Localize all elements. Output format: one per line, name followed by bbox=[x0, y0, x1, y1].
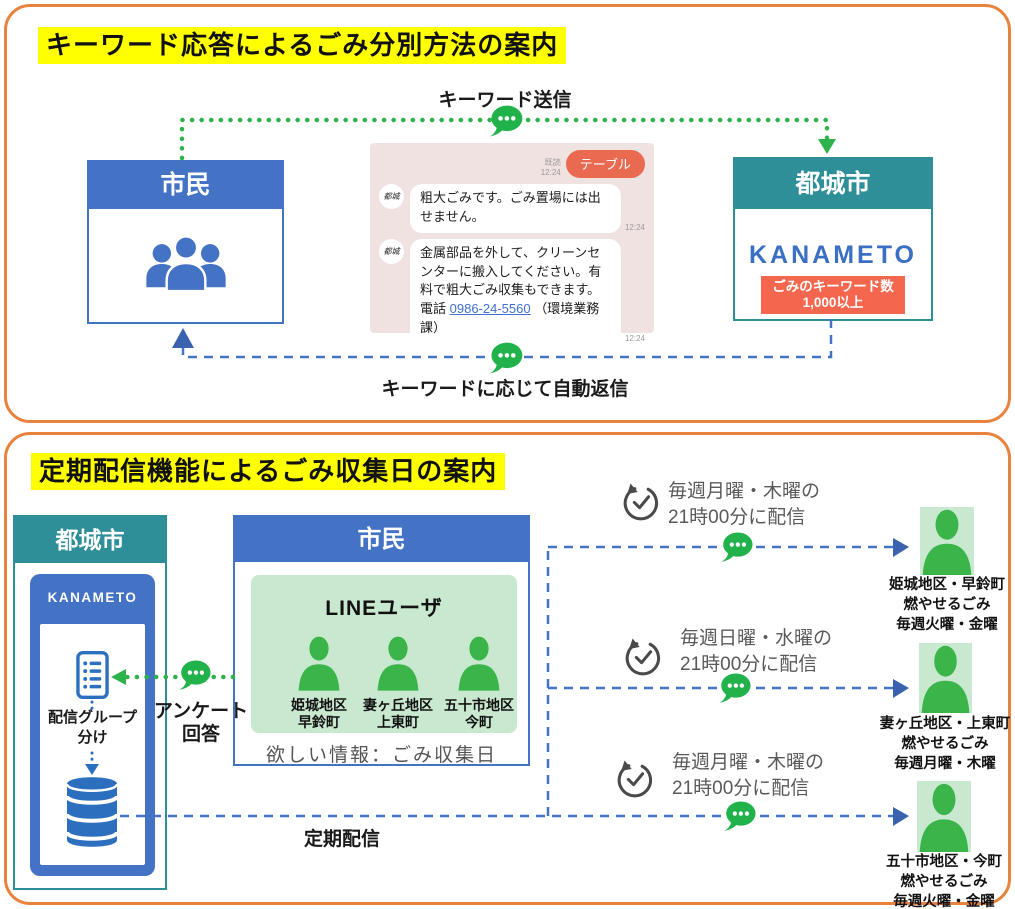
bot-message-text: 金属部品を外して、クリーンセンターに搬入してください。有料で粗大ごみ収集もできま… bbox=[420, 244, 602, 317]
regular-delivery-label: 定期配信 bbox=[303, 829, 380, 850]
section2-title: 定期配信機能によるごみ収集日の案内 bbox=[31, 453, 506, 490]
line-user: 五十市地区 今町 bbox=[434, 635, 524, 731]
line-users-title: LINEユーザ bbox=[325, 597, 443, 620]
people-group-icon bbox=[142, 235, 230, 298]
city-box-header: 都城市 bbox=[735, 159, 931, 209]
chat-bubble-icon bbox=[176, 658, 214, 699]
survey-answer-label: アンケート 回答 bbox=[153, 701, 249, 745]
line-user: 姫城地区 早鈴町 bbox=[274, 635, 364, 731]
bot-avatar: 都城 bbox=[379, 238, 404, 264]
schedule-text: 毎週月曜・木曜の 21時00分に配信 bbox=[668, 481, 821, 528]
chat-bubble-icon bbox=[716, 671, 754, 712]
wanted-info-label: 欲しい情報：ごみ収集日 bbox=[265, 745, 497, 766]
recipient-avatar bbox=[919, 643, 972, 713]
read-receipt: 既読 12:24 bbox=[540, 158, 561, 177]
kanameto-logo: KANAMETO bbox=[47, 590, 138, 605]
schedule-text: 毎週月曜・木曜の 21時00分に配信 bbox=[672, 752, 825, 799]
citizen-box-header: 市民 bbox=[235, 517, 528, 562]
city-box: 都城市 KANAMETO ごみのキーワード数 1,000以上 bbox=[733, 157, 933, 321]
line-chat-screenshot: 既読 12:24 テーブル 都城 粗大ごみです。ごみ置場には出せません。 12:… bbox=[370, 143, 654, 344]
auto-reply-label: キーワードに応じて自動返信 bbox=[381, 379, 629, 400]
city-box-header: 都城市 bbox=[15, 517, 165, 563]
clock-schedule-icon bbox=[622, 483, 660, 526]
bot-message-bubble: 金属部品を外して、クリーンセンターに搬入してください。有料で粗大ごみ収集もできま… bbox=[410, 238, 621, 344]
bot-message-bubble: 粗大ごみです。ごみ置場には出せません。 bbox=[410, 184, 621, 233]
chat-bubble-icon bbox=[486, 340, 526, 383]
message-time: 12:24 bbox=[624, 222, 645, 232]
clock-schedule-icon bbox=[624, 638, 662, 681]
line-users-panel: LINEユーザ 姫城地区 早鈴町 妻ヶ丘地区 上東町 五十市地区 bbox=[251, 575, 517, 733]
line-users-box: 市民 LINEユーザ 姫城地区 早鈴町 妻ヶ丘地区 上東町 五十 bbox=[233, 515, 530, 766]
recipient-label: 妻ヶ丘地区・上東町 燃やせるごみ 毎週月曜・木曜 bbox=[879, 716, 1011, 772]
bot-avatar: 都城 bbox=[379, 184, 404, 209]
chat-bubble-icon bbox=[721, 799, 759, 840]
user-message-bubble: テーブル bbox=[565, 150, 645, 178]
grouping-label: 配信グループ 分け bbox=[47, 709, 138, 746]
database-icon bbox=[62, 772, 122, 857]
line-user-label: 妻ヶ丘地区 上東町 bbox=[363, 697, 433, 730]
schedule-text: 毎週日曜・水曜の 21時00分に配信 bbox=[680, 628, 833, 675]
chat-bubble-icon bbox=[718, 530, 756, 571]
recipient-avatar bbox=[917, 781, 971, 852]
keyword-send-label: キーワード送信 bbox=[438, 90, 572, 111]
recipient-avatar bbox=[920, 507, 974, 575]
line-user-label: 五十市地区 今町 bbox=[444, 697, 514, 730]
city-box-kanameto: 都城市 KANAMETO 配信グループ 分け bbox=[13, 515, 167, 890]
keyword-count-badge: ごみのキーワード数 1,000以上 bbox=[761, 276, 905, 314]
citizen-box: 市民 bbox=[87, 160, 284, 324]
survey-list-icon bbox=[76, 650, 109, 705]
kanameto-screen: 配信グループ 分け bbox=[40, 624, 145, 865]
chat-bubble-icon bbox=[486, 103, 526, 146]
line-user-label: 姫城地区 早鈴町 bbox=[291, 697, 347, 730]
citizen-box-header: 市民 bbox=[89, 162, 282, 209]
clock-schedule-icon bbox=[616, 760, 654, 803]
section1-title: キーワード応答によるごみ分別方法の案内 bbox=[38, 27, 567, 64]
message-time: 12:24 bbox=[624, 333, 645, 343]
recipient-label: 五十市地区・今町 燃やせるごみ 毎週火曜・金曜 bbox=[886, 854, 1002, 909]
kanameto-device: KANAMETO 配信グループ 分け bbox=[30, 574, 155, 876]
line-user: 妻ヶ丘地区 上東町 bbox=[353, 635, 443, 731]
recipient-label: 姫城地区・早鈴町 燃やせるごみ 毎週火曜・金曜 bbox=[889, 577, 1005, 633]
kanameto-logo: KANAMETO bbox=[749, 241, 917, 269]
phone-link[interactable]: 0986-24-5560 bbox=[449, 301, 531, 317]
